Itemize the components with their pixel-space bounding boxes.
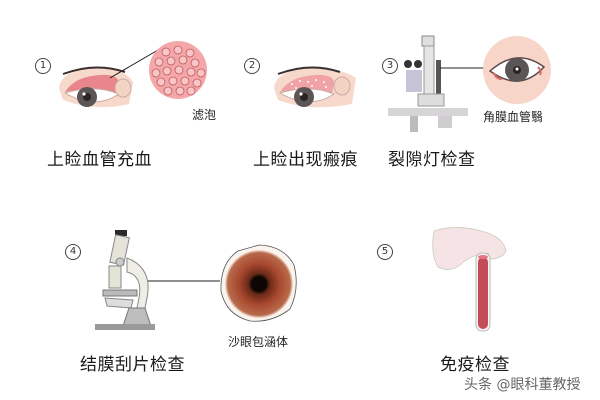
step-number-4: 4 — [65, 244, 81, 260]
step-number-3: 3 — [382, 58, 398, 74]
everted-eyelid-scarring-illustration — [270, 60, 360, 110]
connector-line — [110, 49, 159, 79]
caption-eyelid-congestion: 上睑血管充血 — [47, 150, 152, 170]
everted-eyelid-congested-illustration — [55, 60, 135, 110]
connector-line — [148, 280, 220, 282]
inclusion-body-label: 沙眼包涵体 — [228, 335, 289, 349]
watermark: 头条 @眼科董教授 — [464, 377, 581, 393]
connector-line — [440, 67, 484, 69]
slit-lamp-icon — [388, 30, 468, 135]
corneal-pannus-label: 角膜血管翳 — [483, 110, 544, 124]
follicle-closeup-icon — [148, 40, 208, 100]
corneal-pannus-closeup-icon — [482, 35, 552, 105]
step-number-5: 5 — [377, 244, 393, 260]
caption-slit-lamp: 裂隙灯检查 — [388, 150, 476, 170]
caption-conjunctival-scraping: 结膜刮片检查 — [80, 355, 185, 375]
step-number-2: 2 — [244, 58, 260, 74]
step-number-1: 1 — [35, 58, 51, 74]
microscope-icon — [95, 228, 155, 333]
follicle-label: 滤泡 — [192, 108, 217, 122]
inclusion-body-closeup-icon — [218, 243, 300, 325]
caption-immunology-test: 免疫检查 — [440, 355, 510, 375]
caption-eyelid-scarring: 上睑出现瘢痕 — [253, 150, 358, 170]
hand-holding-test-tube-icon — [430, 225, 510, 335]
